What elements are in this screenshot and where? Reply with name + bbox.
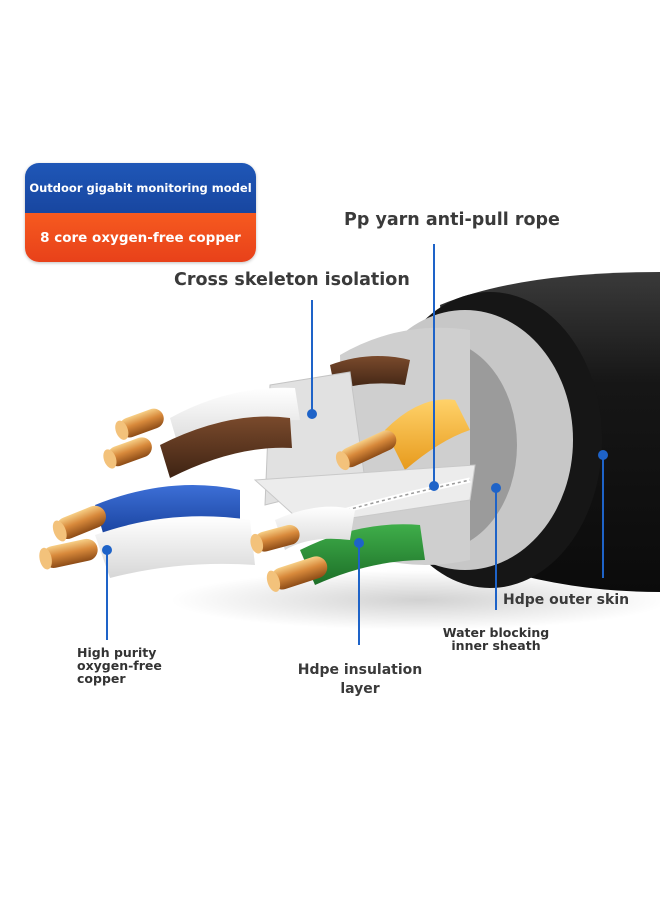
copper-conductors (39, 408, 397, 592)
label-water-blocking-line2: inner sheath (451, 638, 541, 653)
green-wire (300, 524, 425, 585)
leader-dot-water-blocking (491, 483, 501, 493)
label-pp-yarn: Pp yarn anti-pull rope (344, 210, 560, 230)
orange-wire (385, 399, 470, 470)
model-badge-title: Outdoor gigabit monitoring model (25, 163, 256, 213)
label-water-blocking-line1: Water blocking (442, 625, 550, 640)
label-cross-skeleton: Cross skeleton isolation (174, 270, 410, 290)
leader-dot-pp-yarn (429, 481, 439, 491)
label-water-blocking: Water blocking inner sheath (440, 626, 552, 652)
leader-dot-cross-skeleton (307, 409, 317, 419)
label-copper-line2: oxygen-free (77, 658, 162, 673)
leader-dot-hdpe-outer (598, 450, 608, 460)
blue-white-wire (95, 516, 255, 578)
label-hdpe-insulation: Hdpe insulation layer (292, 661, 428, 699)
brown-wire-front (160, 416, 292, 478)
label-hdpe-outer: Hdpe outer skin (503, 592, 630, 608)
leader-dot-copper (102, 545, 112, 555)
label-copper: High purity oxygen-free copper (77, 646, 162, 685)
label-hdpe-insulation-line1: Hdpe insulation (297, 662, 423, 678)
label-copper-line1: High purity (77, 645, 157, 660)
model-badge: Outdoor gigabit monitoring model 8 core … (25, 163, 256, 262)
leader-lines (102, 244, 608, 645)
model-badge-subtitle: 8 core oxygen-free copper (25, 213, 256, 262)
label-hdpe-insulation-line2: layer (340, 681, 380, 697)
leader-dot-hdpe-insulation (354, 538, 364, 548)
label-copper-line3: copper (77, 671, 126, 686)
